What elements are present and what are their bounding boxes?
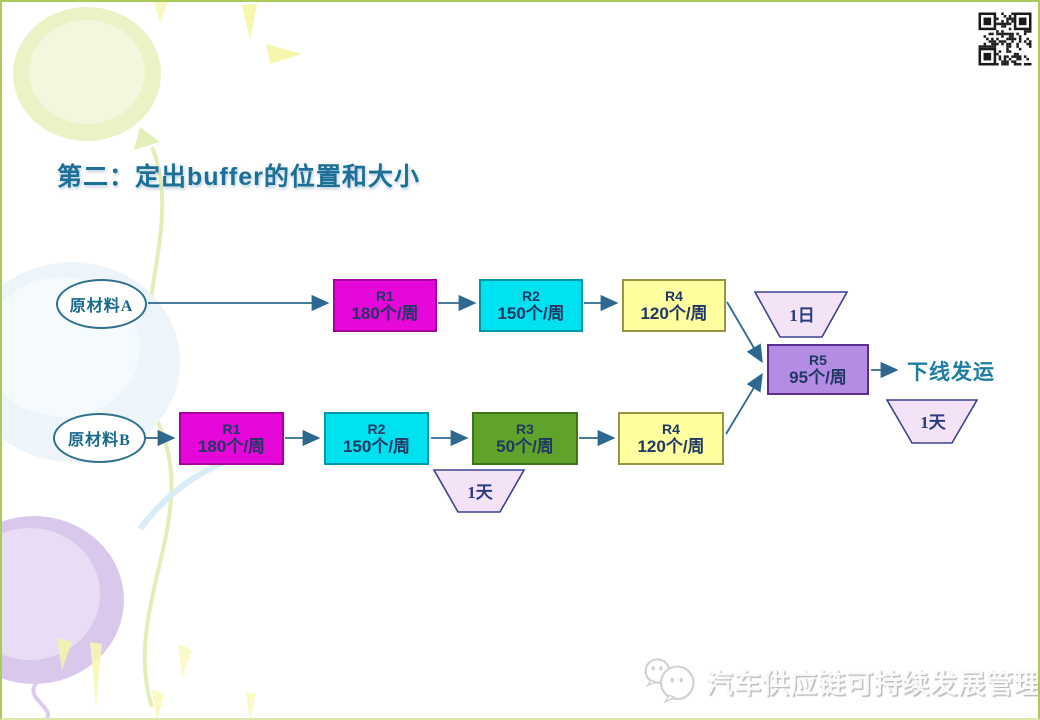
process-box-a-r1: R1 180个/周 — [333, 279, 437, 332]
footer-watermark: 汽车供应链可持续发展管理 — [642, 650, 1040, 712]
buffer-label-top: 1日 — [789, 305, 815, 325]
process-label: R1 — [222, 420, 241, 437]
process-label: R2 — [367, 420, 386, 437]
buffer-trapezoid-right — [885, 399, 979, 444]
process-rate: 95个/周 — [789, 367, 847, 387]
slide-title: 第二：定出buffer的位置和大小 — [57, 163, 420, 191]
process-rate: 50个/周 — [496, 436, 554, 456]
purple-balloon-string — [31, 680, 50, 718]
process-rate: 120个/周 — [640, 303, 708, 323]
process-rate: 150个/周 — [342, 436, 411, 456]
spark — [246, 692, 256, 718]
spark — [178, 644, 192, 678]
process-box-a-r2: R2 150个/周 — [479, 279, 583, 332]
buffer-trapezoid-bottom — [432, 469, 526, 513]
process-label: R4 — [662, 420, 680, 437]
process-box-b-r4: R4 120个/周 — [618, 412, 724, 465]
process-rate: 120个/周 — [637, 436, 705, 456]
process-rate: 150个/周 — [497, 303, 565, 323]
purple-balloon-highlight — [2, 528, 100, 660]
process-box-b-r1: R1 180个/周 — [179, 412, 284, 465]
process-box-r5: R5 95个/周 — [767, 344, 869, 395]
process-box-b-r3: R3 50个/周 — [472, 412, 578, 465]
process-label: R5 — [809, 351, 827, 368]
qr-code — [976, 10, 1034, 68]
source-label-a: 原材料A — [69, 298, 134, 315]
spark — [242, 4, 257, 40]
process-label: R4 — [665, 287, 683, 304]
arrow-b-r4-r5 — [725, 372, 763, 435]
blue-arc — [137, 460, 224, 531]
process-rate: 180个/周 — [351, 303, 419, 323]
spark — [90, 642, 102, 707]
buffer-label-bottom: 1天 — [467, 482, 493, 502]
output-label: 下线发运 — [907, 361, 995, 384]
process-label: R1 — [376, 287, 394, 304]
spark — [152, 690, 164, 718]
buffer-label-right: 1天 — [920, 412, 946, 432]
source-ellipse-b: 原材料B — [53, 413, 146, 463]
watermark-text: 汽车供应链可持续发展管理 — [706, 668, 1040, 699]
process-rate: 180个/周 — [197, 436, 266, 456]
spark — [266, 44, 302, 64]
source-ellipse-a: 原材料A — [56, 279, 147, 329]
wechat-bubbles-icon — [644, 658, 695, 704]
arrow-a-r4-r5 — [726, 301, 763, 364]
process-label: R3 — [516, 420, 534, 437]
source-label-b: 原材料B — [68, 432, 131, 449]
process-box-b-r2: R2 150个/周 — [324, 412, 429, 465]
green-balloon-highlight — [29, 20, 145, 124]
process-box-a-r4: R4 120个/周 — [622, 279, 726, 332]
process-label: R2 — [522, 287, 540, 304]
spark — [154, 2, 168, 24]
buffer-trapezoid-top — [753, 291, 849, 338]
green-balloon-knot — [134, 127, 160, 150]
spark — [57, 638, 72, 670]
qr-code-pattern — [978, 12, 1032, 66]
